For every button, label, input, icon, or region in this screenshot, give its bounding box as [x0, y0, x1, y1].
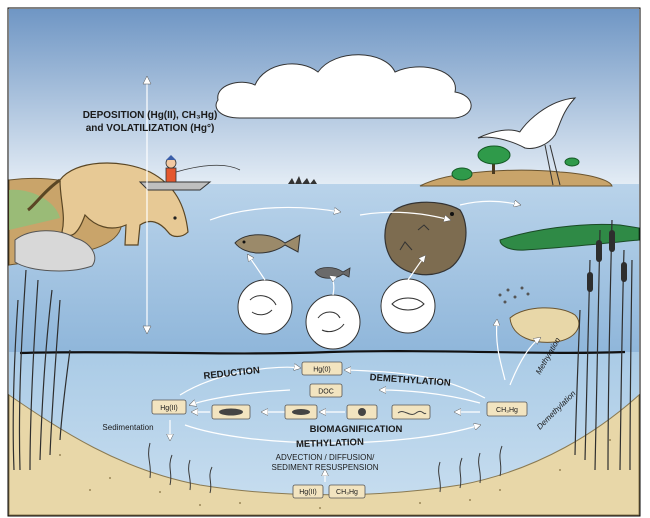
- doc-label: DOC: [318, 389, 334, 396]
- plankton-circle-2: [306, 295, 360, 349]
- plankton-circle-3: [381, 279, 435, 333]
- organism-box-phytoplankton: [392, 405, 430, 419]
- ch3hg-bottom-label: CH₃Hg: [336, 489, 358, 496]
- hg0-label: Hg(0): [313, 367, 331, 374]
- hg0-box: Hg(0): [302, 362, 342, 375]
- hg2-bottom-box: Hg(II): [293, 485, 323, 498]
- doc-box: DOC: [310, 384, 342, 397]
- hg2-left-label: Hg(II): [160, 405, 178, 412]
- fish-glyph: [219, 409, 243, 416]
- biomagnification-label: BIOMAGNIFICATION: [310, 424, 403, 435]
- hg2-left-box: Hg(II): [152, 400, 186, 414]
- plankton-circle-1: [238, 280, 292, 334]
- small-fish-glyph: [292, 409, 310, 415]
- deposition-label-line2: and VOLATILIZATION (Hg°): [86, 123, 215, 134]
- ch3hg-bottom-box: CH₃Hg: [329, 485, 365, 498]
- sedimentation-label: Sedimentation: [102, 423, 153, 432]
- ch3hg-right-box: CH₃Hg: [487, 402, 527, 416]
- large-fish-right: [385, 202, 466, 274]
- hg2-bottom-label: Hg(II): [299, 489, 317, 496]
- zooplankton-glyph: [358, 408, 366, 416]
- deposition-label-line1: DEPOSITION (Hg(II), CH₃Hg): [83, 110, 218, 121]
- advection-label-line2: SEDIMENT RESUSPENSION: [272, 463, 379, 472]
- advection-label-line1: ADVECTION / DIFFUSION/: [276, 453, 375, 462]
- ch3hg-right-label: CH₃Hg: [496, 407, 518, 414]
